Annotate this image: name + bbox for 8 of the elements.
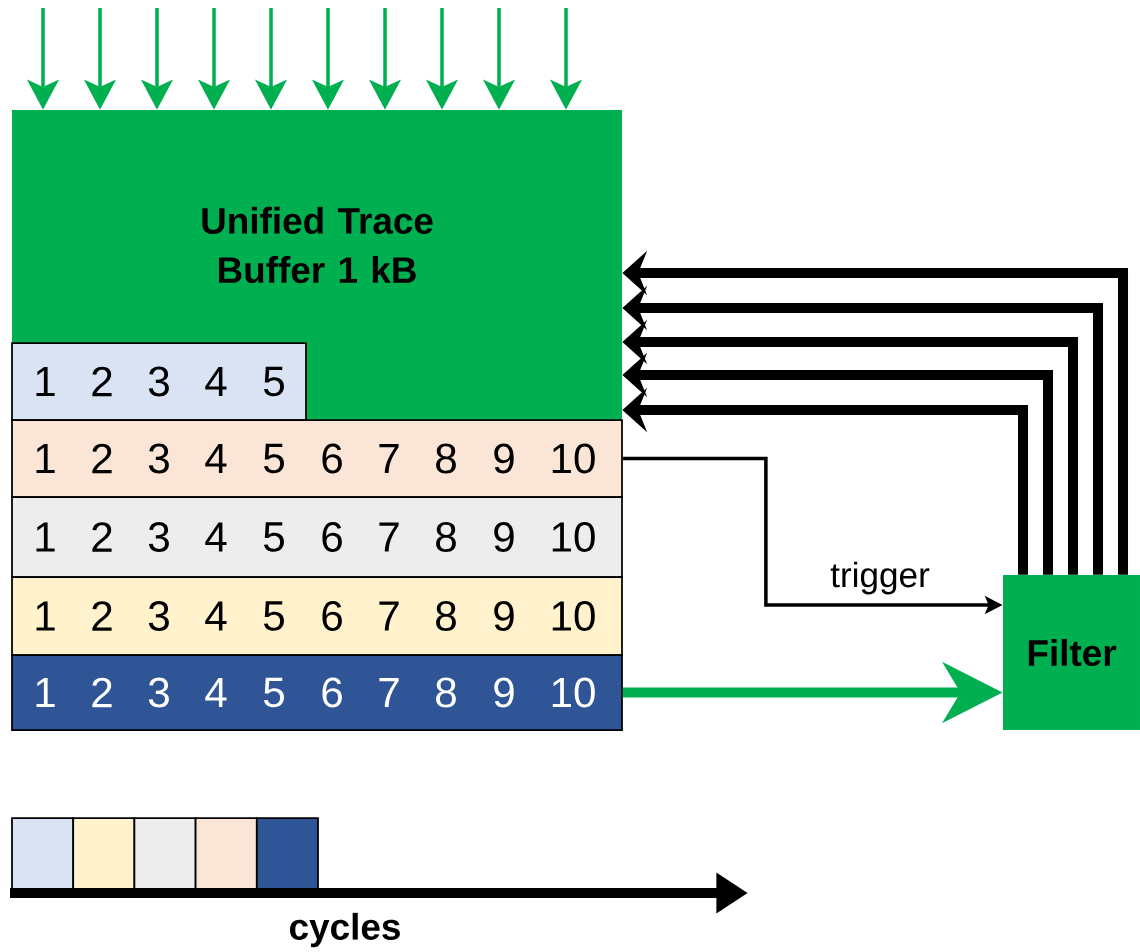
number-row: 1 2 3 4 5 6 7 8 9 10 bbox=[11, 654, 623, 731]
axis-label: cycles bbox=[290, 912, 400, 948]
number-row: 1 2 3 4 5 6 7 8 9 10 bbox=[11, 576, 623, 656]
number-row: 1 2 3 4 5 6 7 8 9 10 bbox=[11, 496, 623, 578]
number-row: 1 2 3 4 5 bbox=[11, 342, 307, 421]
edge-label: trigger bbox=[828, 559, 932, 597]
filter-box: Filter bbox=[1003, 575, 1140, 730]
number-row: 1 2 3 4 5 6 7 8 9 10 bbox=[11, 419, 623, 498]
